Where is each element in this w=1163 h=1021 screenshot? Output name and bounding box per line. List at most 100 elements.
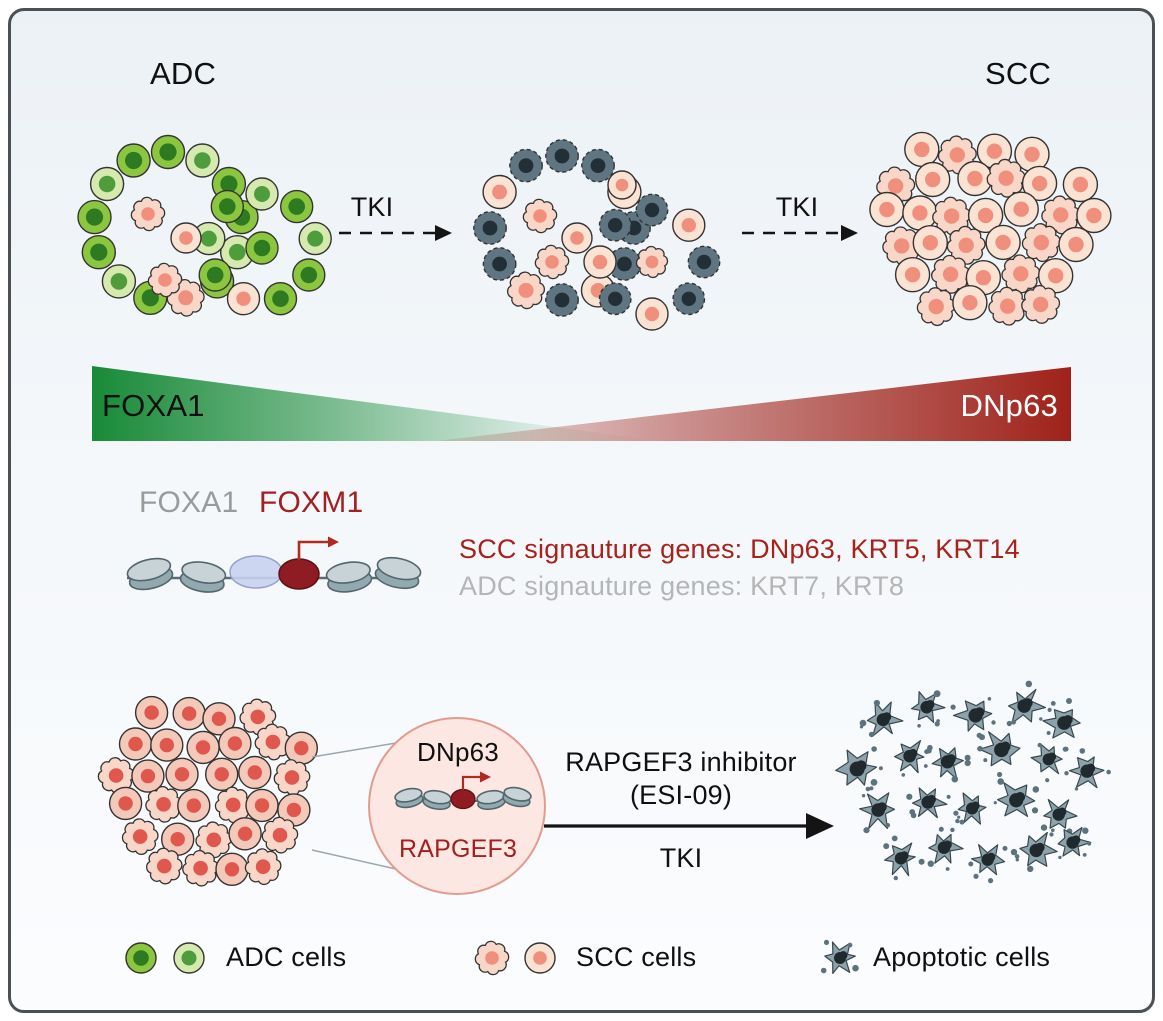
cell bbox=[1021, 284, 1061, 324]
adc-cluster bbox=[77, 134, 332, 317]
apoptotic-cell bbox=[953, 792, 987, 825]
cell bbox=[1062, 166, 1099, 203]
cell bbox=[672, 282, 706, 316]
cell bbox=[561, 222, 593, 254]
cell bbox=[292, 258, 326, 292]
cell bbox=[89, 166, 125, 202]
apoptotic-cell bbox=[883, 835, 925, 881]
apoptotic-cell bbox=[1010, 831, 1058, 873]
legend-adc-label: ADC cells bbox=[226, 942, 347, 972]
cell bbox=[931, 254, 971, 294]
cell bbox=[946, 225, 986, 265]
cell bbox=[245, 788, 279, 823]
cell bbox=[130, 196, 166, 232]
cell bbox=[150, 728, 184, 762]
scc-cluster bbox=[869, 131, 1112, 327]
cell bbox=[882, 226, 922, 266]
foxa1-protein-icon bbox=[229, 555, 283, 589]
cell bbox=[904, 131, 940, 168]
cell bbox=[482, 247, 517, 281]
nucleosome-icon bbox=[374, 556, 422, 590]
legend-apoptotic-label: Apoptotic cells bbox=[873, 942, 1051, 972]
cell bbox=[986, 158, 1026, 198]
apoptotic-cell bbox=[927, 826, 964, 871]
apoptotic-cell bbox=[859, 786, 896, 834]
cell bbox=[160, 822, 195, 856]
cell bbox=[218, 726, 252, 761]
apoptotic-cell bbox=[835, 746, 883, 791]
cell bbox=[952, 285, 988, 321]
cell bbox=[121, 818, 159, 855]
cell bbox=[894, 257, 931, 293]
cell bbox=[298, 221, 332, 256]
cell bbox=[118, 727, 153, 761]
cell bbox=[131, 759, 165, 793]
dnp63-wedge-label: DNp63 bbox=[960, 388, 1058, 423]
cell bbox=[280, 189, 314, 224]
foxa1-foxm1-diagram bbox=[126, 536, 422, 593]
tki-label-1: TKI bbox=[350, 192, 394, 222]
cell bbox=[915, 161, 951, 198]
cell bbox=[1037, 258, 1074, 294]
foxa1-wedge-label: FOXA1 bbox=[102, 388, 205, 423]
cell bbox=[869, 191, 905, 228]
treatment-arrow bbox=[544, 813, 834, 839]
adc-genes-line: ADC signauture genes: KRT7, KRT8 bbox=[459, 571, 905, 601]
dnp63-wedge bbox=[436, 367, 1071, 441]
cell bbox=[125, 942, 157, 974]
cell bbox=[687, 245, 721, 279]
cell bbox=[277, 793, 311, 827]
foxa1-wedge bbox=[92, 366, 662, 441]
cell bbox=[545, 139, 579, 173]
cell bbox=[134, 695, 169, 730]
cell bbox=[916, 287, 956, 327]
apoptotic-cell bbox=[1042, 698, 1081, 739]
adc-label: ADC bbox=[150, 56, 217, 91]
cell bbox=[226, 282, 261, 316]
inhibitor-label-line2: (ESI-09) bbox=[629, 780, 733, 810]
cell bbox=[534, 244, 570, 280]
apoptotic-cell bbox=[927, 744, 971, 783]
apoptotic-cell bbox=[894, 740, 932, 777]
cell bbox=[146, 847, 183, 885]
nucleosome-icon bbox=[325, 561, 373, 593]
apoptotic-cell bbox=[1064, 748, 1111, 791]
apoptotic-cluster bbox=[835, 680, 1111, 884]
transition-cluster bbox=[473, 139, 721, 331]
cell bbox=[202, 702, 236, 736]
nucleosome-icon bbox=[502, 786, 532, 808]
cell bbox=[672, 208, 706, 242]
cell bbox=[172, 696, 206, 731]
cell bbox=[147, 262, 183, 298]
cell bbox=[77, 199, 112, 235]
cell bbox=[261, 816, 299, 854]
cell bbox=[173, 942, 205, 974]
foxa1-gene-label: FOXA1 bbox=[139, 486, 239, 519]
cell bbox=[583, 245, 617, 279]
tki-label-bottom: TKI bbox=[659, 843, 703, 873]
cell bbox=[957, 160, 993, 197]
cell bbox=[186, 730, 220, 765]
cell bbox=[912, 224, 948, 261]
cell bbox=[210, 189, 245, 224]
cell bbox=[474, 940, 510, 976]
cell bbox=[524, 942, 556, 974]
cell bbox=[245, 177, 279, 211]
cell bbox=[170, 222, 202, 254]
transcription-arrow-icon bbox=[297, 536, 339, 560]
apoptotic-cell bbox=[968, 844, 1008, 884]
cell bbox=[273, 759, 311, 796]
apoptotic-cell bbox=[820, 939, 859, 974]
magnifier bbox=[311, 717, 546, 895]
cell bbox=[1021, 165, 1058, 202]
nucleosome-icon bbox=[422, 789, 452, 811]
magnifier-dnp63-label: DNp63 bbox=[417, 737, 499, 767]
apoptotic-cell bbox=[1040, 798, 1078, 837]
cell bbox=[214, 786, 252, 824]
cell bbox=[215, 852, 249, 886]
cell bbox=[245, 231, 279, 265]
cell bbox=[509, 148, 543, 183]
cell bbox=[988, 286, 1028, 326]
